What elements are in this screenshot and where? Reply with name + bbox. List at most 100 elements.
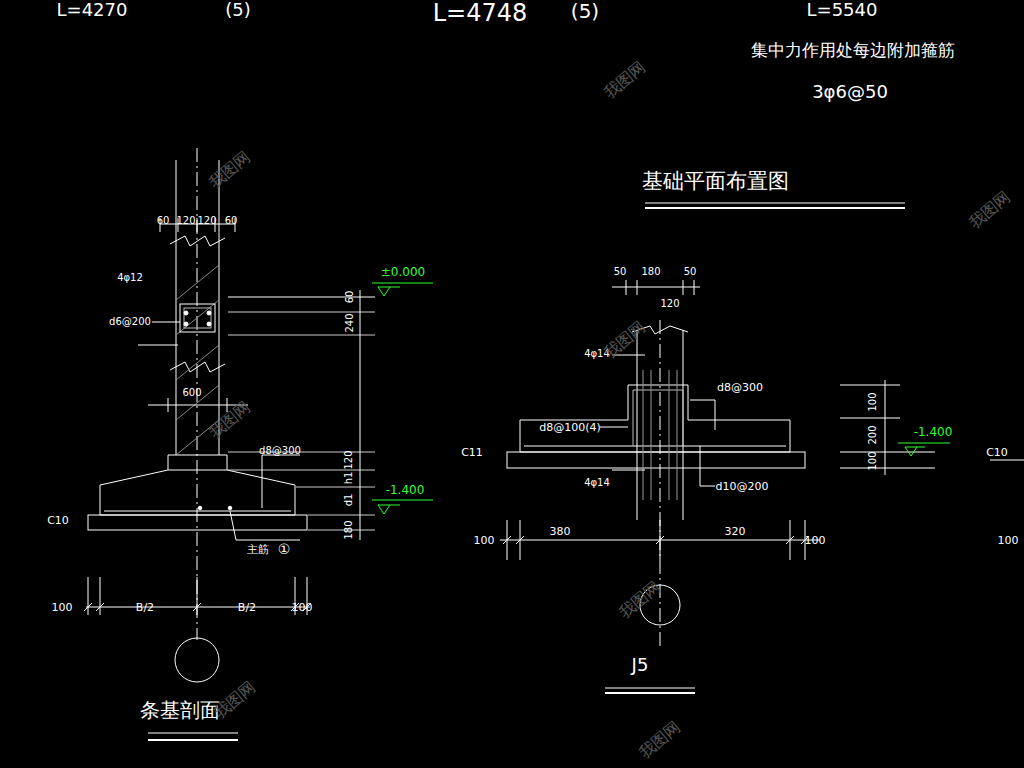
strip-foundation-section-line xyxy=(184,308,211,328)
j5-foundation-section-line xyxy=(612,287,700,288)
dimension-text: 380 xyxy=(550,526,571,537)
right-section-fragment-line xyxy=(905,447,925,456)
dimension-text: 60 xyxy=(157,216,170,226)
j5-foundation-section-line xyxy=(660,320,661,650)
strip-foundation-section-line xyxy=(175,638,219,682)
strip-foundation-section-line xyxy=(227,455,228,470)
j5-foundation-section-line xyxy=(605,688,695,689)
strip-foundation-section-line xyxy=(148,739,238,741)
elevation-text: -1.400 xyxy=(914,426,953,438)
strip-foundation-section-line xyxy=(378,505,400,514)
dimension-text: B/2 xyxy=(136,602,154,613)
strip-foundation-section-line xyxy=(378,287,400,296)
j5-foundation-section-line xyxy=(645,207,905,209)
right-section-fragment xyxy=(840,380,1024,475)
dimension-text: 120 xyxy=(660,299,679,309)
strip-foundation-section-line xyxy=(372,500,433,501)
rebar-label: d8@300 xyxy=(259,446,301,456)
j5-foundation-section-line xyxy=(645,203,905,204)
j5-foundation-section-line xyxy=(612,355,645,470)
right-section-fragment-line xyxy=(990,460,1024,461)
strip-foundation-section-line xyxy=(84,603,311,611)
concrete-grade: C10 xyxy=(47,515,69,526)
j5-foundation-section xyxy=(500,203,905,693)
rebar-label: d8@300 xyxy=(717,382,763,393)
dimension-text: 100 xyxy=(998,535,1019,546)
strip-foundation-section-line xyxy=(170,236,225,246)
strip-foundation-section-line xyxy=(100,470,295,515)
j5-foundation-section-line xyxy=(503,536,809,544)
j5-foundation-section-line xyxy=(520,385,790,452)
watermark: 我图网 xyxy=(636,718,683,761)
strip-foundation-section-line xyxy=(170,362,225,372)
dimension-text: 60 xyxy=(345,291,355,304)
strip-foundation-section-line xyxy=(219,160,220,455)
dimension-text: 120 xyxy=(344,450,354,469)
strip-foundation-section-line xyxy=(148,733,238,734)
j5-foundation-section-line xyxy=(507,520,805,560)
strip-foundation-section-line xyxy=(228,312,375,530)
j5-foundation-section-line xyxy=(633,390,683,446)
dimension-text: 60 xyxy=(225,216,238,226)
dimension-text: 100 xyxy=(292,602,313,613)
strip-foundation-section-line xyxy=(207,322,211,326)
watermark: 我图网 xyxy=(211,678,258,721)
dimension-text: h1 xyxy=(344,472,354,485)
rebar-label: 4φ14 xyxy=(584,478,610,488)
j5-foundation-section-line xyxy=(524,446,786,447)
strip-foundation-section-line xyxy=(168,398,227,412)
dimension-text: d1 xyxy=(344,494,354,507)
strip-foundation-section-line xyxy=(184,311,188,315)
right-section-fragment-line xyxy=(898,443,950,444)
rebar-label: 4φ12 xyxy=(117,273,143,283)
strip-foundation-section-line xyxy=(184,322,188,326)
dimension-text: 100 xyxy=(805,535,826,546)
length-note: L=4270 xyxy=(57,1,128,19)
dimension-text: 200 xyxy=(868,425,878,444)
dimension-text: B/2 xyxy=(238,602,256,613)
elevation-text: ±0.000 xyxy=(381,266,425,278)
count-note: (5) xyxy=(571,1,599,21)
strip-foundation-section-line xyxy=(262,455,263,508)
strip-foundation-section-line xyxy=(228,506,232,510)
concrete-grade: C11 xyxy=(461,447,483,458)
dimension-text: 100 xyxy=(52,602,73,613)
dimension-text: 50 xyxy=(684,267,697,277)
dimension-text: 120 xyxy=(197,216,216,226)
strip-foundation-section-line xyxy=(207,311,211,315)
strip-foundation-section xyxy=(84,148,433,740)
strip-foundation-section-line xyxy=(88,577,307,615)
dimension-text: 120 xyxy=(176,216,195,226)
strip-foundation-section-line xyxy=(168,455,169,470)
j5-foundation-section-line xyxy=(690,400,715,486)
strip-foundation-section-line xyxy=(372,283,433,284)
dimension-text: 600 xyxy=(182,388,201,398)
dimension-text: 180 xyxy=(641,267,660,277)
rebar-label: d6@200 xyxy=(109,317,151,327)
rebar-label: 主筋 xyxy=(247,544,269,555)
dimension-text: 100 xyxy=(868,392,878,411)
strip-foundation-section-line xyxy=(180,304,215,332)
rebar-note: 集中力作用处每边附加箍筋 xyxy=(751,42,955,59)
elevation-text: -1.400 xyxy=(386,484,425,496)
concrete-grade: C10 xyxy=(986,447,1008,458)
dimension-text: 100 xyxy=(868,451,878,470)
drawing-title: 基础平面布置图 xyxy=(642,171,789,192)
length-note: L=4748 xyxy=(433,1,528,25)
watermark: 我图网 xyxy=(966,188,1013,231)
section-title: J5 xyxy=(632,656,649,674)
section-title: 条基剖面 xyxy=(140,700,220,720)
strip-foundation-section-line xyxy=(152,322,180,323)
watermark: 我图网 xyxy=(601,58,648,101)
j5-foundation-section-line xyxy=(605,692,695,694)
watermark: 我图网 xyxy=(616,578,663,621)
strip-foundation-section-line xyxy=(360,290,361,540)
right-section-fragment-line xyxy=(885,380,886,475)
rebar-note: 3φ6@50 xyxy=(812,83,888,101)
rebar-label: d10@200 xyxy=(716,481,769,492)
strip-foundation-section-line xyxy=(138,345,178,346)
length-note: L=5540 xyxy=(807,1,878,19)
j5-foundation-section-line xyxy=(637,330,638,520)
